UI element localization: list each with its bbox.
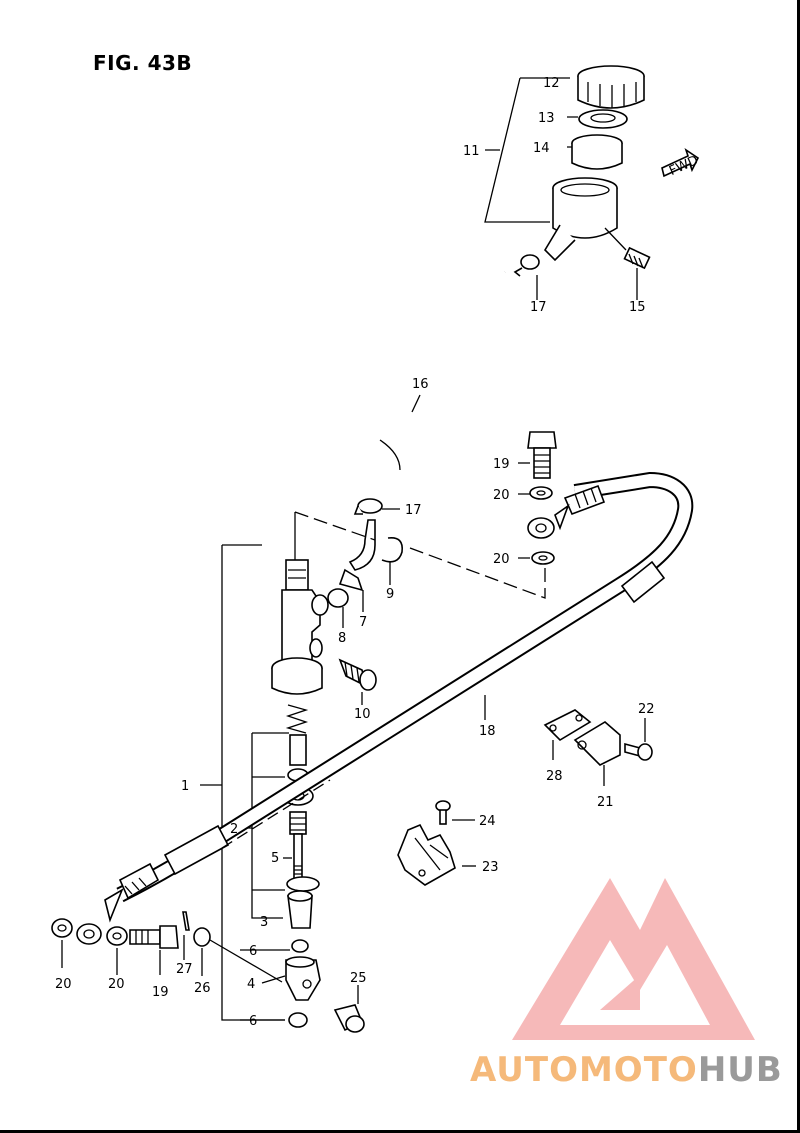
callout-19-upper: 19 [493, 457, 510, 472]
inlet-elbow [338, 519, 376, 592]
cotter-pin [182, 911, 190, 931]
callout-9: 9 [386, 587, 394, 602]
hose-guide [397, 823, 456, 886]
callout-3: 3 [260, 915, 268, 930]
callout-17-upper: 17 [530, 300, 547, 315]
callout-2: 2 [230, 822, 238, 837]
callout-28: 28 [546, 769, 563, 784]
callout-17-lower: 17 [405, 503, 422, 518]
washer-20a [51, 918, 73, 938]
reservoir-bolt [623, 246, 651, 270]
hose-clamp-upper [513, 254, 540, 277]
callout-15: 15 [629, 300, 646, 315]
callout-24: 24 [479, 814, 496, 829]
watermark-text-part1: AUTOMOTO [470, 1050, 698, 1090]
callout-1: 1 [181, 779, 189, 794]
callout-14: 14 [533, 141, 550, 156]
callout-13: 13 [538, 111, 555, 126]
callout-8: 8 [338, 631, 346, 646]
callout-20-lower-a: 20 [55, 977, 72, 992]
callout-10: 10 [354, 707, 371, 722]
callout-18: 18 [479, 724, 496, 739]
callout-16: 16 [412, 377, 429, 392]
reservoir-hose [366, 267, 509, 486]
master-cylinder-bolt [338, 658, 377, 691]
callout-23: 23 [482, 860, 499, 875]
fwd-arrow-icon: FWD [661, 148, 701, 179]
figure-title: FIG. 43B [93, 51, 193, 75]
watermark-text-part2: HUB [697, 1050, 783, 1090]
master-cylinder-body [271, 559, 329, 695]
reservoir-plate [578, 109, 628, 129]
clevis [285, 956, 321, 1001]
piston-spring [285, 704, 309, 766]
callout-27: 27 [176, 962, 193, 977]
circlip [286, 876, 320, 892]
callout-7: 7 [359, 615, 367, 630]
callout-20-upper-a: 20 [493, 488, 510, 503]
washer-20b [106, 926, 128, 946]
callout-20-lower-b: 20 [108, 977, 125, 992]
callout-26: 26 [194, 981, 211, 996]
push-rod [293, 833, 303, 881]
callout-19-lower: 19 [152, 985, 169, 1000]
callout-12: 12 [543, 76, 560, 91]
banjo-eye-upper [527, 517, 555, 539]
retaining-clip [381, 536, 404, 563]
o-ring [327, 588, 349, 608]
callout-5: 5 [271, 851, 279, 866]
watermark-logo-icon [512, 878, 755, 1040]
washer-20d [531, 551, 555, 565]
brake-hose [104, 471, 694, 923]
banjo-eye-lower [76, 923, 102, 945]
hose-clamp-lower [353, 498, 383, 515]
clevis-pin [333, 1004, 365, 1033]
piston-rod-seal [289, 811, 307, 835]
reservoir-diaphragm [571, 134, 623, 170]
hose-clamp-bracket [573, 721, 621, 786]
callout-6-upper: 6 [249, 944, 257, 959]
pin-washer [193, 927, 211, 947]
dust-boot [287, 890, 313, 929]
reservoir-body [543, 177, 618, 262]
bracket-screw [624, 718, 653, 761]
callout-11: 11 [463, 144, 480, 159]
callout-4: 4 [247, 977, 255, 992]
lock-nut-lower [288, 1012, 308, 1028]
fwd-label: FWD [667, 153, 701, 179]
guide-screw [435, 800, 475, 825]
watermark-text: AUTOMOTOHUB [470, 1050, 783, 1090]
callout-21: 21 [597, 795, 614, 810]
union-bolt-upper [527, 431, 557, 479]
callout-20-upper-b: 20 [493, 552, 510, 567]
callout-22: 22 [638, 702, 655, 717]
union-bolt-lower [129, 925, 179, 949]
reservoir-cap [577, 65, 645, 109]
callout-25: 25 [350, 971, 367, 986]
lock-nut-upper [291, 939, 309, 953]
callout-6-lower: 6 [249, 1014, 257, 1029]
hose-bracket-plate [543, 709, 592, 760]
washer-20c [529, 486, 553, 500]
